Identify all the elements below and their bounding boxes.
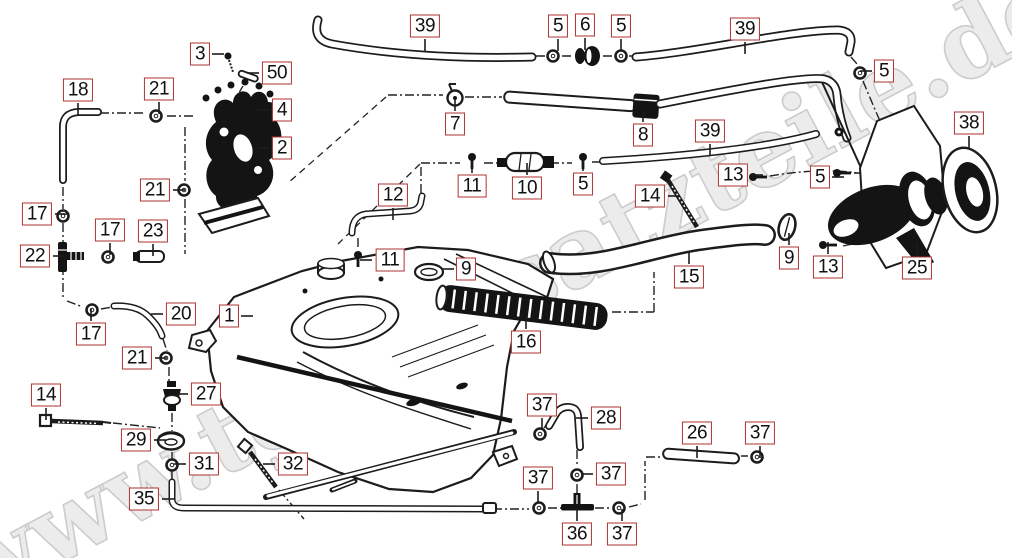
part-hose-39-lower — [599, 130, 820, 165]
part-hose-20 — [110, 302, 166, 340]
part-36-tee — [561, 493, 594, 511]
callout-21: 21 — [143, 77, 175, 101]
callout-36: 36 — [561, 522, 593, 546]
callout-12: 12 — [377, 183, 409, 207]
part-22-tee — [58, 242, 84, 272]
part-rod-26 — [662, 447, 740, 465]
callout-38: 38 — [953, 111, 985, 135]
part-9-clamp — [413, 262, 445, 282]
part-27-valve — [163, 381, 181, 411]
callout-8: 8 — [632, 123, 654, 147]
part-32-screw — [236, 437, 278, 489]
part-hose-39-top-left — [312, 15, 537, 62]
callout-6: 6 — [574, 13, 596, 37]
callout-22: 22 — [19, 244, 51, 268]
part-hose-39-top-right — [631, 25, 856, 62]
callout-23: 23 — [137, 219, 169, 243]
callout-11: 11 — [375, 248, 405, 272]
part-14-bolt-left — [38, 413, 112, 428]
callout-21: 21 — [139, 178, 171, 202]
callout-32: 32 — [277, 452, 309, 476]
callout-39: 39 — [409, 14, 441, 38]
callout-39: 39 — [694, 119, 726, 143]
part-tube-12 — [348, 192, 426, 237]
part-hook-tube-28 — [545, 403, 584, 451]
callout-39: 39 — [729, 17, 761, 41]
part-29-grommet — [156, 431, 186, 451]
callout-3: 3 — [189, 42, 211, 66]
callout-1: 1 — [218, 304, 240, 328]
callout-13: 13 — [812, 255, 844, 279]
callout-5: 5 — [572, 172, 594, 196]
callout-13: 13 — [717, 163, 749, 187]
callout-5: 5 — [873, 59, 895, 83]
callout-37: 37 — [526, 393, 558, 417]
callout-16: 16 — [510, 330, 542, 354]
callout-9: 9 — [455, 257, 477, 281]
callout-leader-lines — [45, 38, 970, 521]
callout-28: 28 — [590, 406, 622, 430]
callout-5: 5 — [547, 14, 569, 38]
callout-14: 14 — [30, 383, 62, 407]
callout-21: 21 — [121, 346, 153, 370]
callout-37: 37 — [595, 462, 627, 486]
part-rod-8 — [503, 90, 660, 119]
callout-5: 5 — [610, 14, 632, 38]
callout-25: 25 — [901, 256, 933, 280]
callout-4: 4 — [271, 98, 293, 122]
callout-15: 15 — [673, 265, 705, 289]
callout-35: 35 — [128, 487, 160, 511]
part-6-connector — [575, 46, 600, 66]
part-fuel-pickup-assembly-25 — [827, 104, 948, 270]
part-corrugated-hose-16 — [435, 284, 608, 330]
callout-5: 5 — [809, 165, 831, 189]
callout-14: 14 — [634, 184, 666, 208]
callout-27: 27 — [190, 382, 222, 406]
part-hose-18 — [59, 108, 102, 184]
part-hose-39-middle — [655, 74, 852, 143]
part-gasket-disc-38 — [941, 146, 999, 234]
callout-17: 17 — [94, 218, 126, 242]
callout-17: 17 — [75, 322, 107, 346]
callout-29: 29 — [120, 428, 152, 452]
callout-9: 9 — [778, 246, 800, 270]
callout-10: 10 — [511, 176, 543, 200]
callout-18: 18 — [62, 78, 94, 102]
callout-26: 26 — [681, 421, 713, 445]
callout-20: 20 — [165, 302, 197, 326]
part-fuel-filter-10 — [497, 151, 554, 173]
part-14-screw-right — [659, 170, 699, 229]
callout-17: 17 — [21, 202, 53, 226]
callout-11: 11 — [457, 174, 487, 198]
callout-37: 37 — [522, 466, 554, 490]
part-9-seal — [777, 212, 797, 242]
callout-50: 50 — [261, 61, 293, 85]
part-fuel-pump-module — [197, 52, 282, 235]
callout-31: 31 — [188, 452, 220, 476]
part-hose-15 — [539, 223, 776, 276]
callout-2: 2 — [271, 136, 293, 160]
callout-37: 37 — [606, 522, 638, 546]
part-23-sleeve — [133, 250, 165, 263]
callout-37: 37 — [744, 421, 776, 445]
callout-7: 7 — [444, 112, 466, 136]
